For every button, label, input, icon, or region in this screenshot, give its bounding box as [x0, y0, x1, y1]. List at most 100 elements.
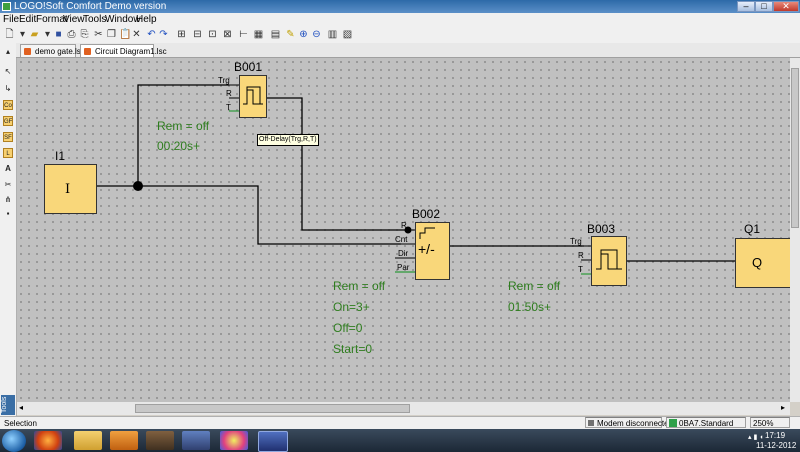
constants-icon[interactable]: Co	[3, 100, 13, 110]
connector-list-icon[interactable]: ▧	[342, 29, 353, 40]
document-tab-bar: demo gate.lsc Circuit Diagram1.lsc	[16, 43, 800, 58]
modem-status: Modem disconnected	[585, 417, 673, 428]
route-connectors-icon[interactable]: ⊢	[239, 29, 248, 40]
vertical-scrollbar[interactable]	[790, 58, 800, 402]
level-icon[interactable]: L	[3, 148, 13, 158]
menu-tools[interactable]: Tools	[83, 14, 107, 25]
scroll-left-icon[interactable]: ◂	[19, 403, 24, 412]
split-connection-icon[interactable]: ⋔	[4, 195, 12, 204]
pin-dir: Dir	[398, 249, 409, 258]
print-preview-icon[interactable]: ⎘	[80, 29, 89, 40]
minimize-icon[interactable]: –	[737, 1, 755, 12]
close-icon[interactable]: ✕	[773, 1, 799, 12]
firefox-icon[interactable]	[34, 431, 62, 450]
tool-scroll-icon[interactable]: ▴	[5, 47, 10, 56]
title-bar: LOGO!Soft Comfort Demo version – □ ✕	[0, 0, 800, 13]
open-folder-icon[interactable]: ▰	[30, 29, 39, 40]
modem-icon	[588, 420, 594, 426]
input-symbol: I	[65, 182, 71, 197]
distribute-icon[interactable]: ⊠	[223, 29, 232, 40]
pin-t: T	[578, 265, 583, 274]
cut-connection-icon[interactable]: ✂	[4, 180, 12, 189]
redo-icon[interactable]: ↷	[159, 29, 168, 40]
cut-icon[interactable]: ✂	[94, 29, 103, 40]
file-explorer-icon[interactable]	[74, 431, 102, 450]
app-icon[interactable]	[146, 431, 174, 450]
align-horizontal-icon[interactable]: ⊡	[208, 29, 217, 40]
start-button-icon[interactable]	[2, 430, 26, 452]
pencil-icon[interactable]: ✎	[286, 29, 295, 40]
horizontal-scroll-thumb[interactable]	[135, 404, 410, 413]
up-down-counter-block-b002[interactable]: +/-	[415, 222, 450, 280]
zoom-out-icon[interactable]: ⊖	[312, 29, 321, 40]
b002-param-off: Off=0	[333, 321, 363, 335]
clock-date: 11-12-2012	[756, 441, 797, 450]
dropdown-arrow-icon[interactable]: ▾	[44, 29, 51, 40]
diagram-canvas[interactable]: I1 I B001 Trg R T Off-Delay(Trg,R,T) Rem…	[17, 58, 790, 402]
menu-format[interactable]: Format	[36, 14, 68, 25]
save-icon[interactable]: ■	[55, 29, 62, 40]
pin-cnt: Cnt	[395, 235, 408, 244]
off-delay-block-b001[interactable]	[239, 75, 267, 118]
page-icon[interactable]: ▤	[270, 29, 281, 40]
block-b003-title: B003	[587, 222, 616, 236]
tab-demo-gate[interactable]: demo gate.lsc	[20, 44, 85, 57]
special-functions-icon[interactable]: SF	[3, 132, 13, 142]
network-app-icon[interactable]	[182, 431, 210, 450]
tray-icons[interactable]: ▴ ▮ ◖	[748, 434, 764, 441]
device-status: 0BA7.Standard	[666, 417, 746, 428]
logo-device-icon	[669, 419, 677, 427]
tab-circuit-diagram[interactable]: Circuit Diagram1.lsc	[80, 44, 167, 57]
align-vertical-icon[interactable]: ⊟	[193, 29, 202, 40]
input-block-i1[interactable]: I	[44, 164, 97, 214]
maximize-icon[interactable]: □	[755, 1, 773, 12]
new-file-icon[interactable]: 🗋	[5, 29, 14, 40]
menu-edit[interactable]: Edit	[19, 14, 37, 25]
scroll-right-icon[interactable]: ▸	[781, 403, 786, 412]
grid-icon[interactable]: ▦	[253, 29, 264, 40]
media-player-icon[interactable]	[110, 431, 138, 450]
document-icon	[24, 48, 31, 55]
pin-t: T	[226, 103, 231, 112]
status-text: Selection	[4, 419, 37, 428]
copy-icon[interactable]: ❐	[107, 29, 116, 40]
paint-app-icon[interactable]	[220, 431, 248, 450]
status-bar: Selection Modem disconnected 0BA7.Standa…	[0, 416, 800, 430]
toolbar: 🗋 ▾ ▰ ▾ ■ ⎙ ⎘ ✂ ❐ 📋 ✕ ↶ ↷ ⊞ ⊟ ⊡ ⊠ ⊢ ▦ ▤ …	[0, 26, 800, 44]
basic-functions-icon[interactable]: GF	[3, 116, 13, 126]
output-block-q1[interactable]: Q	[735, 238, 790, 288]
b003-param-time: 01:50s+	[508, 300, 552, 314]
simulation-icon[interactable]: ▪	[6, 209, 10, 218]
clock-time: 17:19	[765, 431, 786, 440]
horizontal-scrollbar[interactable]: ◂ ▸	[17, 402, 790, 415]
b002-param-on: On=3+	[333, 300, 370, 314]
pin-par: Par	[397, 263, 410, 272]
dropdown-arrow-icon[interactable]: ▾	[19, 29, 26, 40]
block-b002-title: B002	[412, 207, 441, 221]
menu-file[interactable]: File	[3, 14, 20, 25]
off-delay-block-b003[interactable]	[591, 236, 627, 286]
pin-trg: Trg	[570, 237, 582, 246]
menu-view[interactable]: View	[63, 14, 85, 25]
logo-soft-taskbar-icon[interactable]	[258, 431, 288, 452]
delete-icon[interactable]: ✕	[132, 29, 141, 40]
menu-bar: File Edit Format View Tools Window Help	[0, 13, 800, 26]
menu-help[interactable]: Help	[136, 14, 157, 25]
tools-label: Tools	[1, 395, 15, 415]
pointer-tool-icon[interactable]: ↖	[4, 67, 12, 76]
pin-trg: Trg	[218, 76, 230, 85]
block-list-icon[interactable]: ▥	[327, 29, 338, 40]
align-icon[interactable]: ⊞	[177, 29, 186, 40]
counter-ramp-icon	[419, 227, 435, 239]
zoom-in-icon[interactable]: ⊕	[299, 29, 308, 40]
connect-tool-icon[interactable]: ↳	[4, 84, 12, 93]
vertical-scroll-thumb[interactable]	[791, 68, 799, 228]
print-icon[interactable]: ⎙	[67, 29, 76, 40]
paste-icon[interactable]: 📋	[119, 29, 132, 40]
undo-icon[interactable]: ↶	[147, 29, 156, 40]
b001-param-rem: Rem = off	[157, 119, 210, 133]
b001-param-time: 00:20s+	[157, 139, 201, 153]
text-tool-icon[interactable]: A	[5, 164, 11, 173]
off-delay-icon	[243, 86, 263, 105]
menu-window[interactable]: Window	[105, 14, 141, 25]
